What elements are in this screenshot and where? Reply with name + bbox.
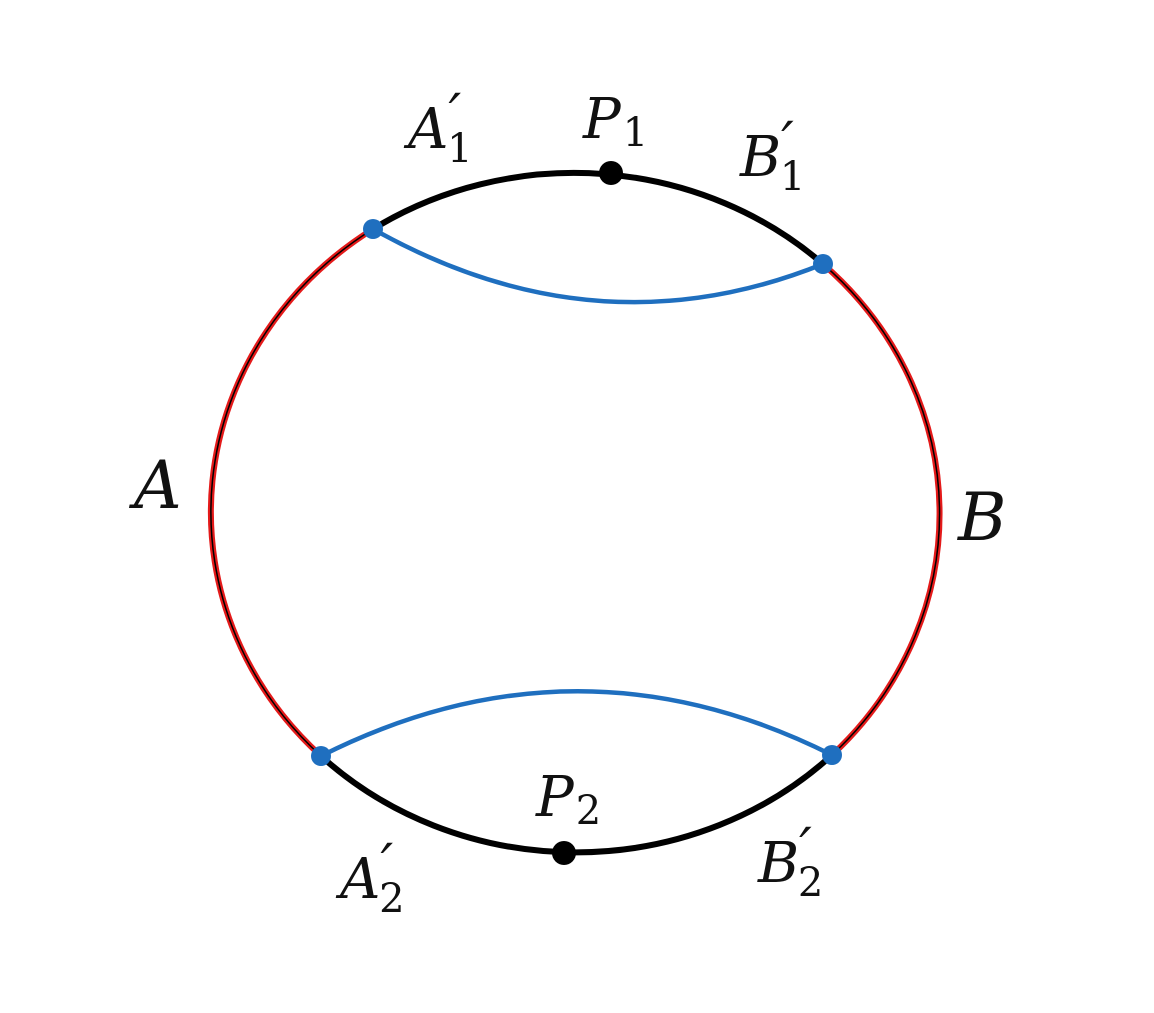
point-a1-prime — [363, 219, 383, 239]
label-b2p-base: B — [757, 831, 799, 896]
label-p2-base: P — [535, 765, 575, 830]
label-a2p-sub: 2 — [379, 876, 404, 922]
boundary-arc-bottom — [318, 752, 835, 856]
region-b-arc-inner — [822, 263, 941, 756]
label-a1-prime: A′1 — [403, 83, 473, 172]
point-p1 — [599, 161, 623, 185]
label-b2p-prime: ′ — [799, 817, 812, 882]
label-a2p-prime: ′ — [380, 833, 393, 898]
region-a-arc-inner — [210, 228, 374, 757]
label-b: B — [957, 479, 1007, 556]
label-b1-prime: B′1 — [739, 111, 805, 200]
label-p1-sub: 1 — [623, 110, 648, 156]
label-a2-prime: A′2 — [335, 833, 405, 922]
geodesic-top — [371, 227, 824, 305]
label-a2p-base: A — [335, 847, 380, 912]
label-a: A — [128, 447, 182, 524]
label-p2: P2 — [535, 765, 601, 834]
label-b2-prime: B′2 — [757, 817, 823, 906]
label-p1-base: P — [582, 87, 622, 152]
region-b-arc-outer — [821, 261, 943, 758]
label-b1p-prime: ′ — [781, 111, 794, 176]
region-a-arc-outer — [207, 226, 375, 759]
label-b1p-sub: 1 — [780, 154, 805, 200]
label-a1p-sub: 1 — [447, 126, 472, 172]
label-a1p-prime: ′ — [448, 83, 461, 148]
label-p1: P1 — [582, 87, 648, 156]
point-a2-prime — [311, 746, 331, 766]
label-b2p-sub: 2 — [798, 860, 823, 906]
label-p2-sub: 2 — [576, 788, 601, 834]
point-b1-prime — [813, 254, 833, 274]
geodesic-bottom — [319, 689, 834, 759]
label-b1p-base: B — [739, 125, 781, 190]
label-a1p-base: A — [403, 97, 448, 162]
point-p2 — [552, 841, 576, 865]
point-b2-prime — [822, 745, 842, 765]
